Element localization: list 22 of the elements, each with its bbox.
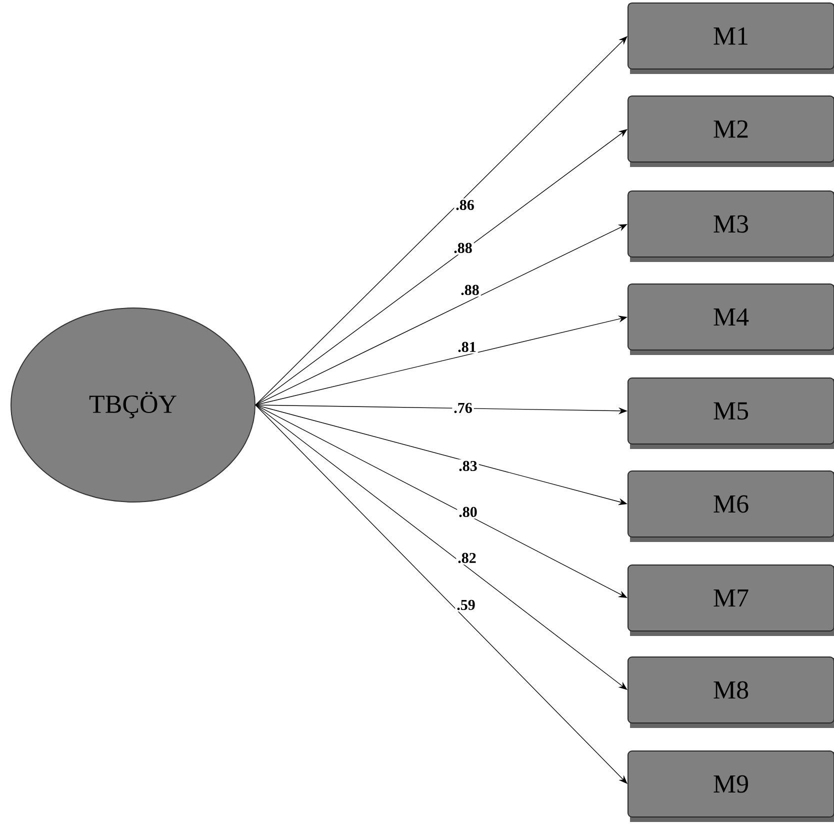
edge-label: .88 [459, 283, 481, 297]
arrow [255, 404, 628, 690]
indicator-box: M3 [628, 190, 834, 262]
indicator-box: M8 [628, 656, 834, 728]
edge-label: .82 [456, 551, 478, 565]
arrow [255, 404, 628, 784]
edge-label: .88 [452, 241, 474, 255]
indicator-box: M6 [628, 470, 834, 542]
arrow [255, 129, 628, 406]
indicator-box: M2 [628, 96, 834, 167]
edge-label: .83 [457, 459, 479, 473]
edge-label: .81 [456, 340, 478, 354]
edge-label: .86 [454, 198, 476, 212]
arrow [255, 36, 628, 406]
edge-label: .80 [457, 505, 479, 519]
indicator-box: M5 [628, 378, 834, 449]
indicator-box: M7 [628, 564, 834, 636]
indicator-box: M1 [628, 2, 834, 74]
edge-label: .59 [455, 598, 477, 612]
indicator-box: M4 [628, 284, 834, 355]
edge-label: .76 [452, 401, 474, 415]
indicator-box: M9 [628, 750, 834, 822]
